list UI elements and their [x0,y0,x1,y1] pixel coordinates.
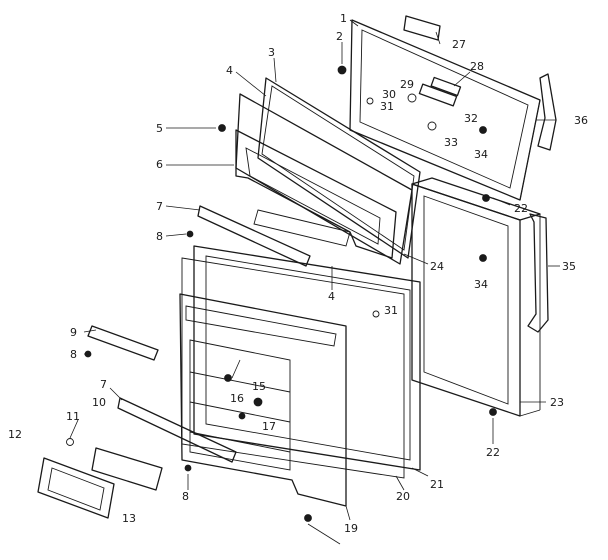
screw-icon [84,350,92,358]
pivot-pin-icon [66,438,74,446]
callout-8-low: 8 [182,490,189,503]
callout-3: 3 [268,46,275,59]
callout-7-lower: 7 [100,378,107,391]
callout-labels: 1 2 3 4 5 6 7 8 4 9 8 7 10 11 12 13 15 1… [8,12,588,535]
callout-12: 12 [8,428,22,441]
screw-icon [479,126,487,134]
callout-1: 1 [340,12,347,25]
freezer-handle [537,73,557,151]
screw-icon [372,310,380,318]
callout-15: 15 [252,380,266,393]
latch-assembly [407,76,462,107]
screw-icon [479,254,487,262]
callout-16: 16 [230,392,244,405]
callout-4: 4 [226,64,233,77]
callout-28: 28 [470,60,484,73]
callout-31-upper: 31 [380,100,394,113]
callout-20: 20 [396,490,410,503]
fresh-food-gasket [181,245,421,479]
callout-34-lower: 34 [474,278,488,291]
callout-33: 33 [444,136,458,149]
callout-32: 32 [464,112,478,125]
freezer-shelf [197,205,311,267]
callout-6: 6 [156,158,163,171]
screw-icon [186,230,194,238]
screw-icon [489,408,497,416]
callout-36: 35 [562,260,576,273]
screw-icon [224,374,232,382]
freezer-door-liner [235,77,421,265]
callout-35: 36 [574,114,588,127]
door-shelf [117,397,237,463]
callout-7: 7 [156,200,163,213]
screw-icon [482,194,490,202]
callout-4-lower: 4 [328,290,335,303]
callout-13: 13 [122,512,136,525]
hinge-bracket [403,15,441,41]
fresh-food-outer-door [411,177,541,417]
callout-22-upper: 22 [514,202,528,215]
callout-9: 9 [70,326,77,339]
callout-22-lower: 22 [486,446,500,459]
callout-10: 10 [92,396,106,409]
callout-5: 5 [156,122,163,135]
screw-icon [337,65,347,75]
screw-icon [366,97,374,105]
fresh-food-inner-liner [179,293,347,507]
callout-8-mid: 8 [70,348,77,361]
fresh-food-handle [527,213,549,333]
freezer-outer-door [349,19,541,201]
callout-17: 17 [262,420,276,433]
callout-27: 27 [452,38,466,51]
butter-compartment [37,447,163,519]
callout-21: 21 [430,478,444,491]
screw-icon [184,464,192,472]
callout-11: 11 [66,410,80,423]
leader-lines [69,19,560,545]
screw-icon [304,514,312,522]
screw-icon [238,412,246,420]
door-shelf [87,325,159,361]
callout-2: 2 [336,30,343,43]
callout-30: 30 [382,88,396,101]
screw-icon [253,397,263,407]
callout-29: 29 [400,78,414,91]
callout-24: 24 [430,260,444,273]
callout-34-upper: 34 [474,148,488,161]
callout-19: 19 [344,522,358,535]
callout-31-lower: 31 [384,304,398,317]
callout-23: 23 [550,396,564,409]
screw-icon [218,124,226,132]
bushing-icon [427,121,437,131]
callout-8: 8 [156,230,163,243]
freezer-inner-liner [235,129,397,259]
